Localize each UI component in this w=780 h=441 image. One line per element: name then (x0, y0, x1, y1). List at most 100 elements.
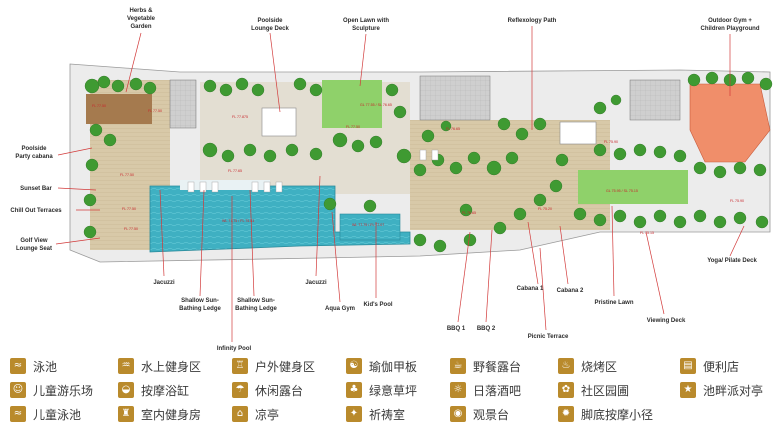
lift-core-west (169, 79, 197, 129)
legend-item: ≈ 泳池 (10, 357, 57, 375)
playground-icon: ☺ (10, 382, 26, 398)
legend-item: ≈儿童泳池 (10, 405, 81, 423)
legend-label: 社区园圃 (581, 383, 630, 398)
legend-label: 烧烤区 (581, 359, 618, 374)
legend-item: ✿社区园圃 (558, 381, 629, 399)
legend-item: ♜室内健身房 (118, 405, 201, 423)
level-tag: FL 75.90 (604, 140, 618, 144)
level-tag: FL 76.65 (446, 127, 460, 131)
legend-label: 儿童游乐场 (33, 383, 94, 398)
legend-item: ⌂ 凉亭 (232, 405, 279, 423)
callout-cabana1: Cabana 1 (517, 286, 544, 292)
callout-infinity-pool: Infinity Pool (217, 346, 252, 352)
aqua-gym-icon: ♒ (118, 358, 134, 374)
bbq-icon: ♨ (558, 358, 574, 374)
level-tag: FL 77.50 (120, 173, 134, 177)
level-tag: WL 77.75 / FL 77.07 (352, 223, 384, 227)
callout-bbq1: BBQ 1 (447, 326, 466, 332)
swimming-pool-icon: ≈ (10, 358, 26, 374)
callout-chill-out-terraces: Chill Out Terraces (10, 208, 62, 214)
callout-picnic-terrace: Picnic Terrace (528, 334, 569, 340)
level-tag: FL 77.50 (124, 227, 138, 231)
party-cabana-icon: ★ (680, 382, 696, 398)
callout-kids-pool: Kid's Pool (363, 302, 392, 308)
legend-label: 脚底按摩小径 (581, 407, 654, 422)
legend-label: 室内健身房 (141, 407, 202, 422)
lift-core-central (419, 75, 491, 121)
legend-item: ☕ 野餐露台 (450, 357, 521, 375)
legend-label: 观景台 (473, 407, 510, 422)
legend-label: 凉亭 (255, 407, 280, 422)
callout-bbq2: BBQ 2 (477, 326, 496, 332)
level-tag: FL 77.65 (228, 169, 242, 173)
callout-viewing-deck: Viewing Deck (647, 318, 686, 324)
legend-item: ▤ 便利店 (680, 357, 739, 375)
legend-label: 户外健身区 (255, 359, 316, 374)
jacuzzi-icon: ◒ (118, 382, 134, 398)
sunset-bar-icon: ☼ (450, 382, 466, 398)
callout-ledge-left: Shallow Sun-Bathing Ledge (179, 298, 221, 312)
legend-item: ♒水上健身区 (118, 357, 201, 375)
callout-sunset-bar: Sunset Bar (20, 186, 52, 192)
callout-aqua-gym: Aqua Gym (325, 306, 355, 312)
legend-item: ♨ 烧烤区 (558, 357, 617, 375)
legend-item: ☼ 日落酒吧 (450, 381, 521, 399)
sun-bathing-ledge (180, 180, 270, 190)
legend-label: 泳池 (33, 359, 58, 374)
poolside-pavilion (261, 107, 297, 137)
level-tag: FL 77.50 (148, 109, 162, 113)
legend-item: ✹ 脚底按摩小径 (558, 405, 653, 423)
leader-lines (55, 26, 745, 342)
legend-item: ◉ 观景台 (450, 405, 509, 423)
viewing-deck-icon: ◉ (450, 406, 466, 422)
cabana-structure (559, 121, 597, 145)
callout-yoga-deck: Yoga/ Pilate Deck (707, 258, 757, 264)
callout-ledge-right: Shallow Sun-Bathing Ledge (235, 298, 277, 312)
callout-outdoor-gym: Outdoor Gym +Children Playground (700, 18, 759, 32)
level-tag: FL 76.65 (462, 211, 476, 215)
legend-item: ☂ 休闲露台 (232, 381, 303, 399)
level-tag: WL 77.75 / FL 75.83 (222, 219, 254, 223)
callout-cabana2: Cabana 2 (557, 288, 584, 294)
level-tag: FL 75.20 (538, 207, 552, 211)
pristine-lawn (578, 170, 688, 204)
legend-label: 便利店 (703, 359, 740, 374)
legend-item: ◒ 按摩浴缸 (118, 381, 189, 399)
legend-label: 日落酒吧 (473, 383, 522, 398)
callout-jacuzzi-left: Jacuzzi (153, 280, 175, 286)
legend-label: 野餐露台 (473, 359, 522, 374)
level-tag: FL 77.875 (232, 115, 248, 119)
pool-loungers (187, 149, 439, 193)
landscape-site-plan: FL 77.50 FL 77.875 FL 77.50 FL 77.50 FL … (10, 8, 773, 352)
level-tag: FL 75.90 (730, 199, 744, 203)
level-tags: FL 77.50 FL 77.875 FL 77.50 FL 77.50 FL … (92, 103, 744, 235)
tree-canopy (83, 71, 773, 253)
legend-item: ☺ 儿童游乐场 (10, 381, 93, 399)
lounge-terrace-icon: ☂ (232, 382, 248, 398)
level-tag: FL 75.15 (640, 231, 654, 235)
callout-pristine-lawn: Pristine Lawn (594, 300, 633, 306)
lift-core-east (629, 79, 681, 121)
legend-label: 休闲露台 (255, 383, 304, 398)
convenience-store-icon: ▤ (680, 358, 696, 374)
outdoor-gym-icon: ♖ (232, 358, 248, 374)
facility-legend: ≈ 泳池 ☺ 儿童游乐场 ≈儿童泳池 ♒水上健身区 ◒ 按摩浴缸 ♜室内健身房 ♖ 户外健身区 ☂ 休闲… (10, 357, 778, 439)
lawn-icon: ♣ (346, 382, 362, 398)
pavilion-icon: ⌂ (232, 406, 248, 422)
legend-label: 按摩浴缸 (141, 383, 190, 398)
reflexology-path-icon: ✹ (558, 406, 574, 422)
level-tag: FL 77.50 (346, 125, 360, 129)
legend-label: 儿童泳池 (33, 407, 82, 422)
kids-pool (339, 213, 401, 241)
legend-label: 祈祷室 (369, 407, 406, 422)
callout-reflexology-path: Reflexology Path (508, 18, 557, 24)
picnic-icon: ☕ (450, 358, 466, 374)
legend-label: 池畔派对亭 (703, 383, 764, 398)
